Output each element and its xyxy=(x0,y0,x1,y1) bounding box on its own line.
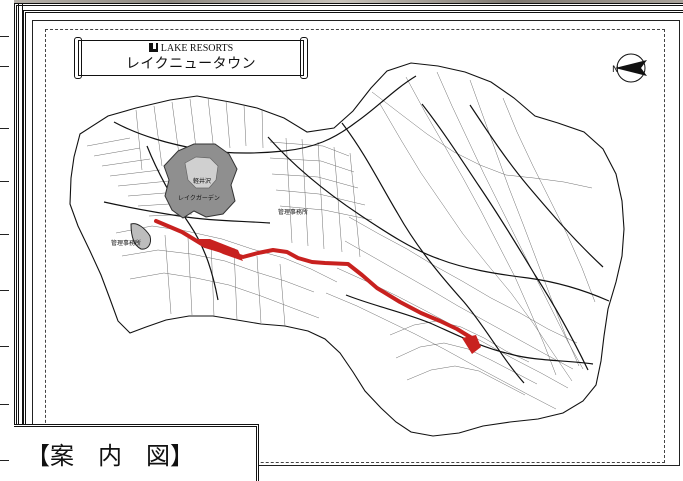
inner-frame xyxy=(23,10,683,481)
title-plate: LAKE RESORTS レイクニュータウン xyxy=(74,37,308,79)
map-caption: 【案 内 図】 xyxy=(26,442,194,470)
town-map xyxy=(69,62,625,437)
ruler-tick xyxy=(0,234,9,235)
management-office xyxy=(130,223,151,250)
lake-label-line-2: レイクガーデン xyxy=(178,195,220,202)
ruler-tick xyxy=(0,181,9,182)
parcel-lines xyxy=(86,71,596,410)
facility-label: 管理事務所 xyxy=(278,209,309,216)
frame-line xyxy=(18,3,23,481)
map-caption-box: 【案 内 図】 xyxy=(14,424,259,481)
lake-resorts-logo-icon xyxy=(148,43,158,52)
map-boundary xyxy=(69,62,625,437)
map-dashed-border xyxy=(45,29,665,463)
lake xyxy=(163,143,238,219)
left-ruler xyxy=(0,0,14,481)
brand-text: LAKE RESORTS xyxy=(160,43,234,54)
access-route xyxy=(154,219,481,354)
lake-label-line-1: 軽井沢 xyxy=(193,178,212,185)
ruler-tick xyxy=(0,346,9,347)
ruler-tick xyxy=(0,36,9,37)
town-name: レイクニュータウン xyxy=(125,56,257,72)
ruler-tick xyxy=(0,66,9,67)
ruler-tick xyxy=(0,128,9,129)
management-office-label: 管理事務所 xyxy=(111,240,142,247)
north-arrow-icon: N xyxy=(612,53,647,83)
brand-line: LAKE RESORTS xyxy=(79,43,303,55)
ruler-tick xyxy=(0,290,9,291)
north-label: N xyxy=(612,65,619,75)
ruler-tick xyxy=(0,404,9,405)
ruler-tick xyxy=(0,460,9,461)
